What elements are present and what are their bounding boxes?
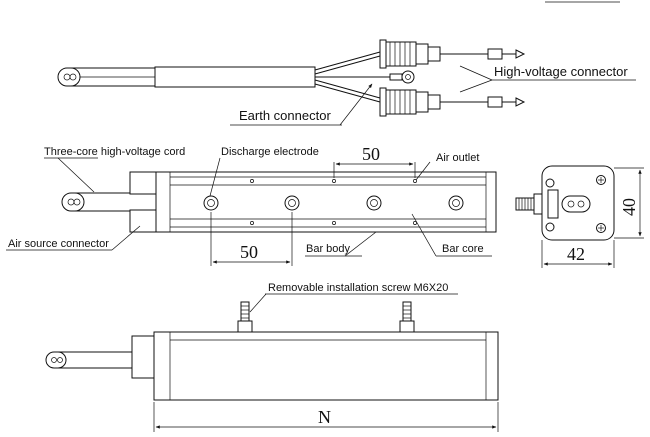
three-core-cord-label: Three-core high-voltage cord [44,146,185,158]
callout-bar-core: Bar core [411,213,492,257]
screw [399,301,415,333]
dim-n: N [318,407,331,427]
high-voltage-connector-label: High-voltage connector [494,64,628,79]
installation-screw-label: Removable installation screw M6X20 [268,282,448,294]
discharge-electrode-label: Discharge electrode [221,146,319,158]
hv-connector-lower [379,87,526,117]
electrode [284,195,300,211]
dim-length: N [153,402,499,432]
dim-electrode-pitch-bottom: 50 [210,212,293,266]
electrode [203,195,219,211]
bar-front-view [61,171,497,233]
callout-high-voltage: High-voltage connector [459,64,636,93]
bar-core-label: Bar core [442,243,484,255]
bar-side-view [515,165,615,241]
dim-50-bottom: 50 [240,242,258,262]
dim-width: 42 [541,240,615,268]
earth-connector-label: Earth connector [239,108,331,123]
dim-42: 42 [567,244,585,264]
hv-connector-upper [379,39,526,69]
callout-air-outlet: Air outlet [415,152,479,181]
dim-height: 40 [614,167,644,239]
air-source-connector-label: Air source connector [8,238,109,250]
air-outlet-label: Air outlet [436,152,479,164]
callout-bar-body: Bar body [305,231,377,257]
dim-50-top: 50 [362,144,380,164]
dim-electrode-pitch-top: 50 [333,144,416,178]
dim-40: 40 [619,198,639,216]
electrode [366,195,382,211]
callout-earth: Earth connector [230,83,373,126]
callout-three-core-cord: Three-core high-voltage cord [44,146,185,193]
screw [237,301,253,333]
callout-air-source: Air source connector [6,225,141,251]
cable-assembly-view [57,51,415,103]
callout-installation-screw: Removable installation screw M6X20 [249,282,458,313]
callout-discharge-electrode: Discharge electrode [209,146,319,197]
electrode [448,195,464,211]
bar-body-label: Bar body [306,243,351,255]
bar-top-view [45,301,499,401]
